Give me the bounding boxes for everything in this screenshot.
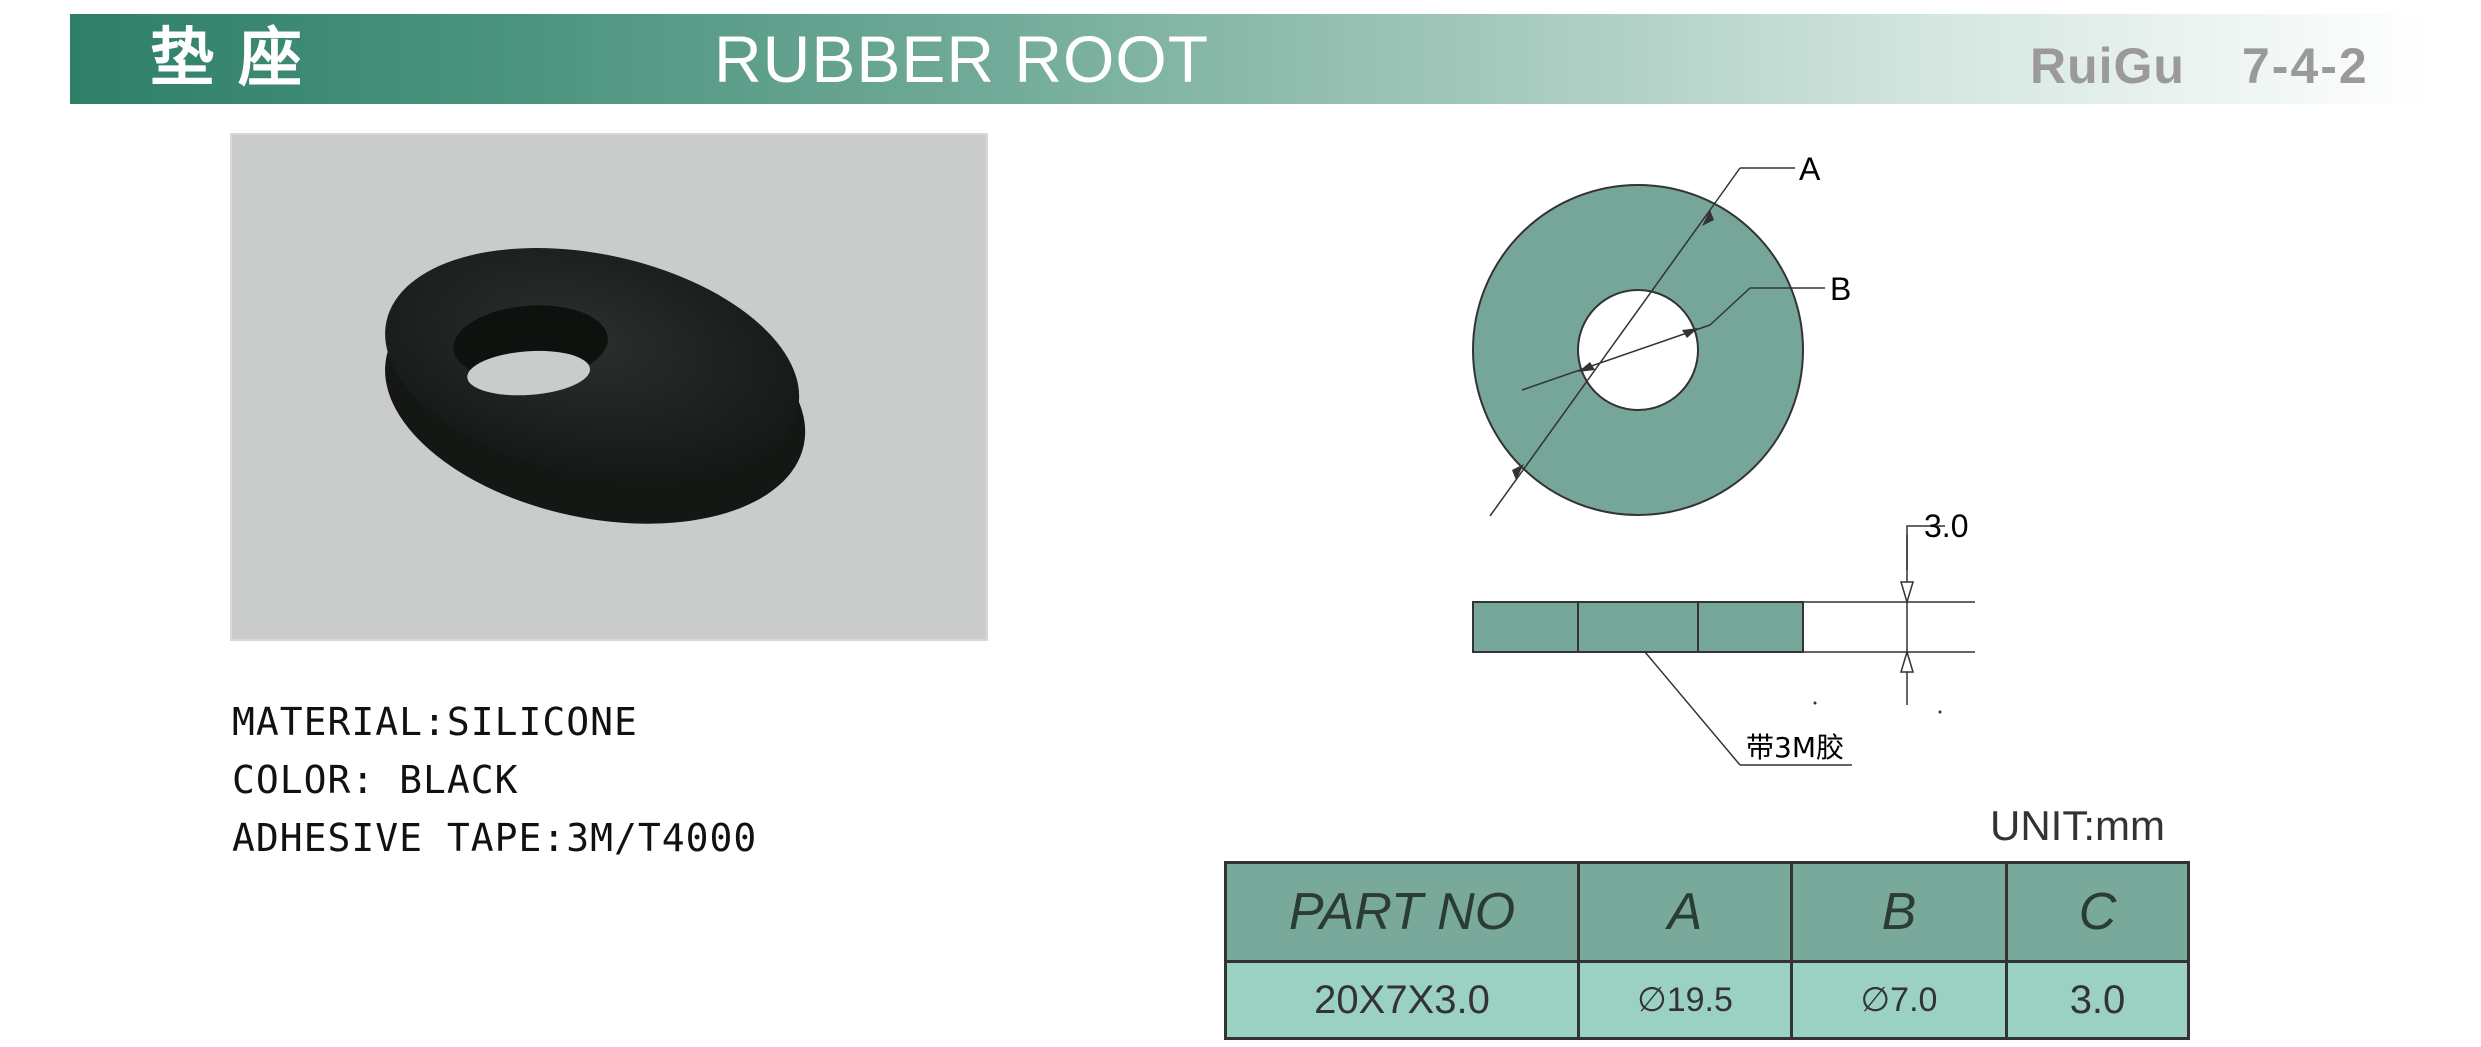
header-c: C (2005, 861, 2190, 963)
washer-side-view (1472, 601, 1804, 653)
label-b: B (1830, 271, 1851, 307)
dimensions-table: PART NO A B C 20X7X3.0 ∅19.5 ∅7.0 3.0 (1224, 861, 2190, 1040)
dimension-b-line (1521, 324, 1711, 391)
brand-name: RuiGu (2030, 38, 2185, 94)
label-a: A (1799, 151, 1821, 187)
title-english: RUBBER ROOT (714, 22, 1210, 96)
table-row: 20X7X3.0 ∅19.5 ∅7.0 3.0 (1224, 960, 2190, 1040)
cell-part-no: 20X7X3.0 (1224, 960, 1580, 1040)
tape-note-leader (1644, 651, 1741, 766)
spec-adhesive: ADHESIVE TAPE:3M/T4000 (232, 816, 758, 860)
unit-label: UNIT:mm (1990, 802, 2165, 849)
spec-material: MATERIAL:SILICONE (232, 700, 638, 744)
header-banner (70, 14, 2430, 104)
label-thickness: 3.0 (1924, 508, 1968, 544)
washer-top (385, 248, 800, 483)
title-chinese: 垫座 (150, 22, 326, 96)
washer-hole (467, 350, 591, 396)
technical-drawing: A B 3.0 带3M胶 (1440, 140, 2040, 780)
header-a: A (1577, 861, 1793, 963)
tape-note: 带3M胶 (1746, 731, 1844, 764)
product-photo (230, 133, 988, 641)
cell-b: ∅7.0 (1790, 960, 2008, 1040)
catalog-code: 7-4-2 (2242, 38, 2369, 94)
cell-c: 3.0 (2005, 960, 2190, 1040)
washer-photo-illustration (385, 248, 806, 524)
washer-drawing: A B 3.0 带3M胶 (1472, 151, 1975, 766)
header-b: B (1790, 861, 2008, 963)
header-part-no: PART NO (1224, 861, 1580, 963)
cell-a: ∅19.5 (1577, 960, 1793, 1040)
table-header-row: PART NO A B C (1224, 861, 2190, 963)
spec-color: COLOR: BLACK (232, 758, 519, 802)
